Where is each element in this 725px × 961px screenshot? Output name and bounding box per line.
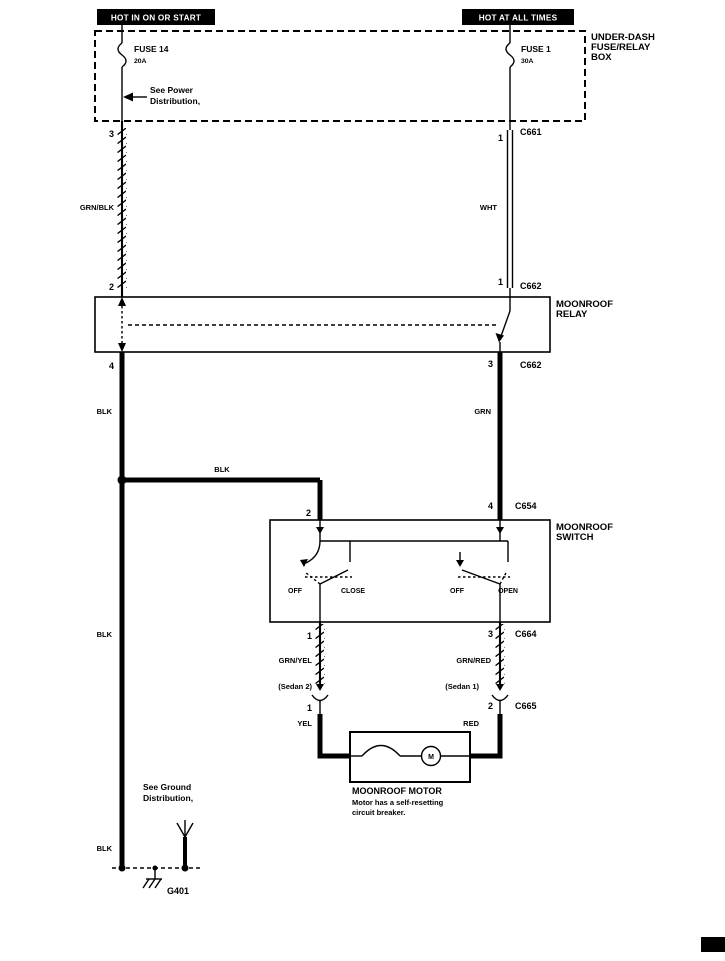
wire-red: [470, 714, 503, 759]
wire-label-grn-yel: GRN/YEL: [279, 656, 313, 665]
connector-c661: C661: [520, 127, 542, 137]
banner-hot-at-all-times: HOT AT ALL TIMES: [462, 9, 574, 31]
page-corner-mark: [701, 937, 725, 952]
ground-node: [112, 864, 202, 889]
label-sedan-2: (Sedan 2): [278, 682, 312, 691]
ground-label: G401: [167, 886, 189, 896]
moonroof-relay: [94, 296, 551, 353]
see-power-distribution-arrow-icon: [123, 92, 147, 102]
wire-yel: [317, 714, 350, 759]
relay-title-2: RELAY: [556, 309, 588, 320]
fuse-14-symbol: [117, 31, 127, 121]
wire-label-blk-mid: BLK: [97, 630, 113, 639]
fuse-14-rating: 20A: [134, 58, 147, 65]
connector-c662-top: C662: [520, 281, 542, 291]
pin-1-switch-out: 1: [307, 631, 312, 641]
pin-3-relay-out: 3: [488, 359, 493, 369]
wire-label-yel: YEL: [297, 719, 312, 728]
wire-label-red: RED: [463, 719, 479, 728]
label-sedan-1: (Sedan 1): [445, 682, 479, 691]
pin-1-relay-in: 1: [498, 277, 503, 287]
motor-symbol: M: [428, 754, 434, 761]
ground-branch: [176, 820, 194, 868]
fuse-box-title-2: FUSE/RELAY: [591, 42, 651, 53]
pin-1-fuse1: 1: [498, 133, 503, 143]
wire-label-blk-upper: BLK: [97, 407, 113, 416]
connector-c662-bottom: C662: [520, 360, 542, 370]
wire-label-grn: GRN: [474, 407, 491, 416]
circuit-breaker-icon: [361, 744, 401, 757]
wire-grn-red: [491, 622, 509, 714]
wire-label-grn-blk: GRN/BLK: [80, 203, 115, 212]
fuse-box-title-3: BOX: [591, 52, 612, 63]
connector-c664: C664: [515, 629, 537, 639]
wire-label-blk-lower: BLK: [97, 844, 113, 853]
moonroof-motor: M: [349, 731, 471, 783]
switch-pos-off-right: OFF: [450, 588, 465, 595]
switch-pos-off-left: OFF: [288, 588, 303, 595]
pin-1-harness: 1: [307, 703, 312, 713]
fuse-box-title-1: UNDER-DASH: [591, 32, 655, 43]
see-power-line2: Distribution,: [150, 96, 200, 106]
see-power-line1: See Power: [150, 85, 194, 95]
banner-right-label: HOT AT ALL TIMES: [479, 14, 558, 23]
moonroof-switch: [269, 519, 551, 623]
wire-grn-blk: [117, 121, 127, 297]
motor-note-1: Motor has a self-resetting: [352, 798, 444, 807]
see-ground-line1: See Ground: [143, 782, 191, 792]
fuse-relay-box: UNDER-DASH FUSE/RELAY BOX FUSE 14 20A FU…: [94, 30, 655, 122]
switch-title-2: SWITCH: [556, 532, 594, 543]
fuse-1-name: FUSE 1: [521, 44, 551, 54]
fuse-1-symbol: [505, 31, 515, 121]
wire-blk-branch: [117, 475, 323, 520]
wire-label-wht: WHT: [480, 203, 497, 212]
pin-3-switch-out: 3: [488, 629, 493, 639]
wire-grn-yel: [311, 622, 329, 714]
connector-c654: C654: [515, 501, 537, 511]
pin-3-fuse14: 3: [109, 129, 114, 139]
pin-4-relay-out: 4: [109, 361, 114, 371]
switch-pos-close: CLOSE: [341, 588, 365, 595]
connector-c665: C665: [515, 701, 537, 711]
see-ground-line2: Distribution,: [143, 793, 193, 803]
banner-hot-in-on-or-start: HOT IN ON OR START: [97, 9, 215, 31]
wire-label-grn-red: GRN/RED: [456, 656, 491, 665]
fuse-14-name: FUSE 14: [134, 44, 169, 54]
ground-symbol-icon: [142, 868, 162, 889]
motor-title: MOONROOF MOTOR: [352, 786, 442, 796]
pin-2-switch-in: 2: [306, 508, 311, 518]
motor-note-2: circuit breaker.: [352, 808, 405, 817]
pin-2-relay-in: 2: [109, 282, 114, 292]
wire-label-blk-branch: BLK: [214, 465, 230, 474]
switch-title-1: MOONROOF: [556, 522, 613, 533]
banner-left-label: HOT IN ON OR START: [111, 14, 201, 23]
wire-wht: [506, 121, 514, 311]
pin-4-switch-in: 4: [488, 501, 493, 511]
pin-2-harness: 2: [488, 701, 493, 711]
fuse-1-rating: 30A: [521, 58, 534, 65]
relay-title-1: MOONROOF: [556, 299, 613, 310]
switch-pos-open: OPEN: [498, 588, 518, 595]
